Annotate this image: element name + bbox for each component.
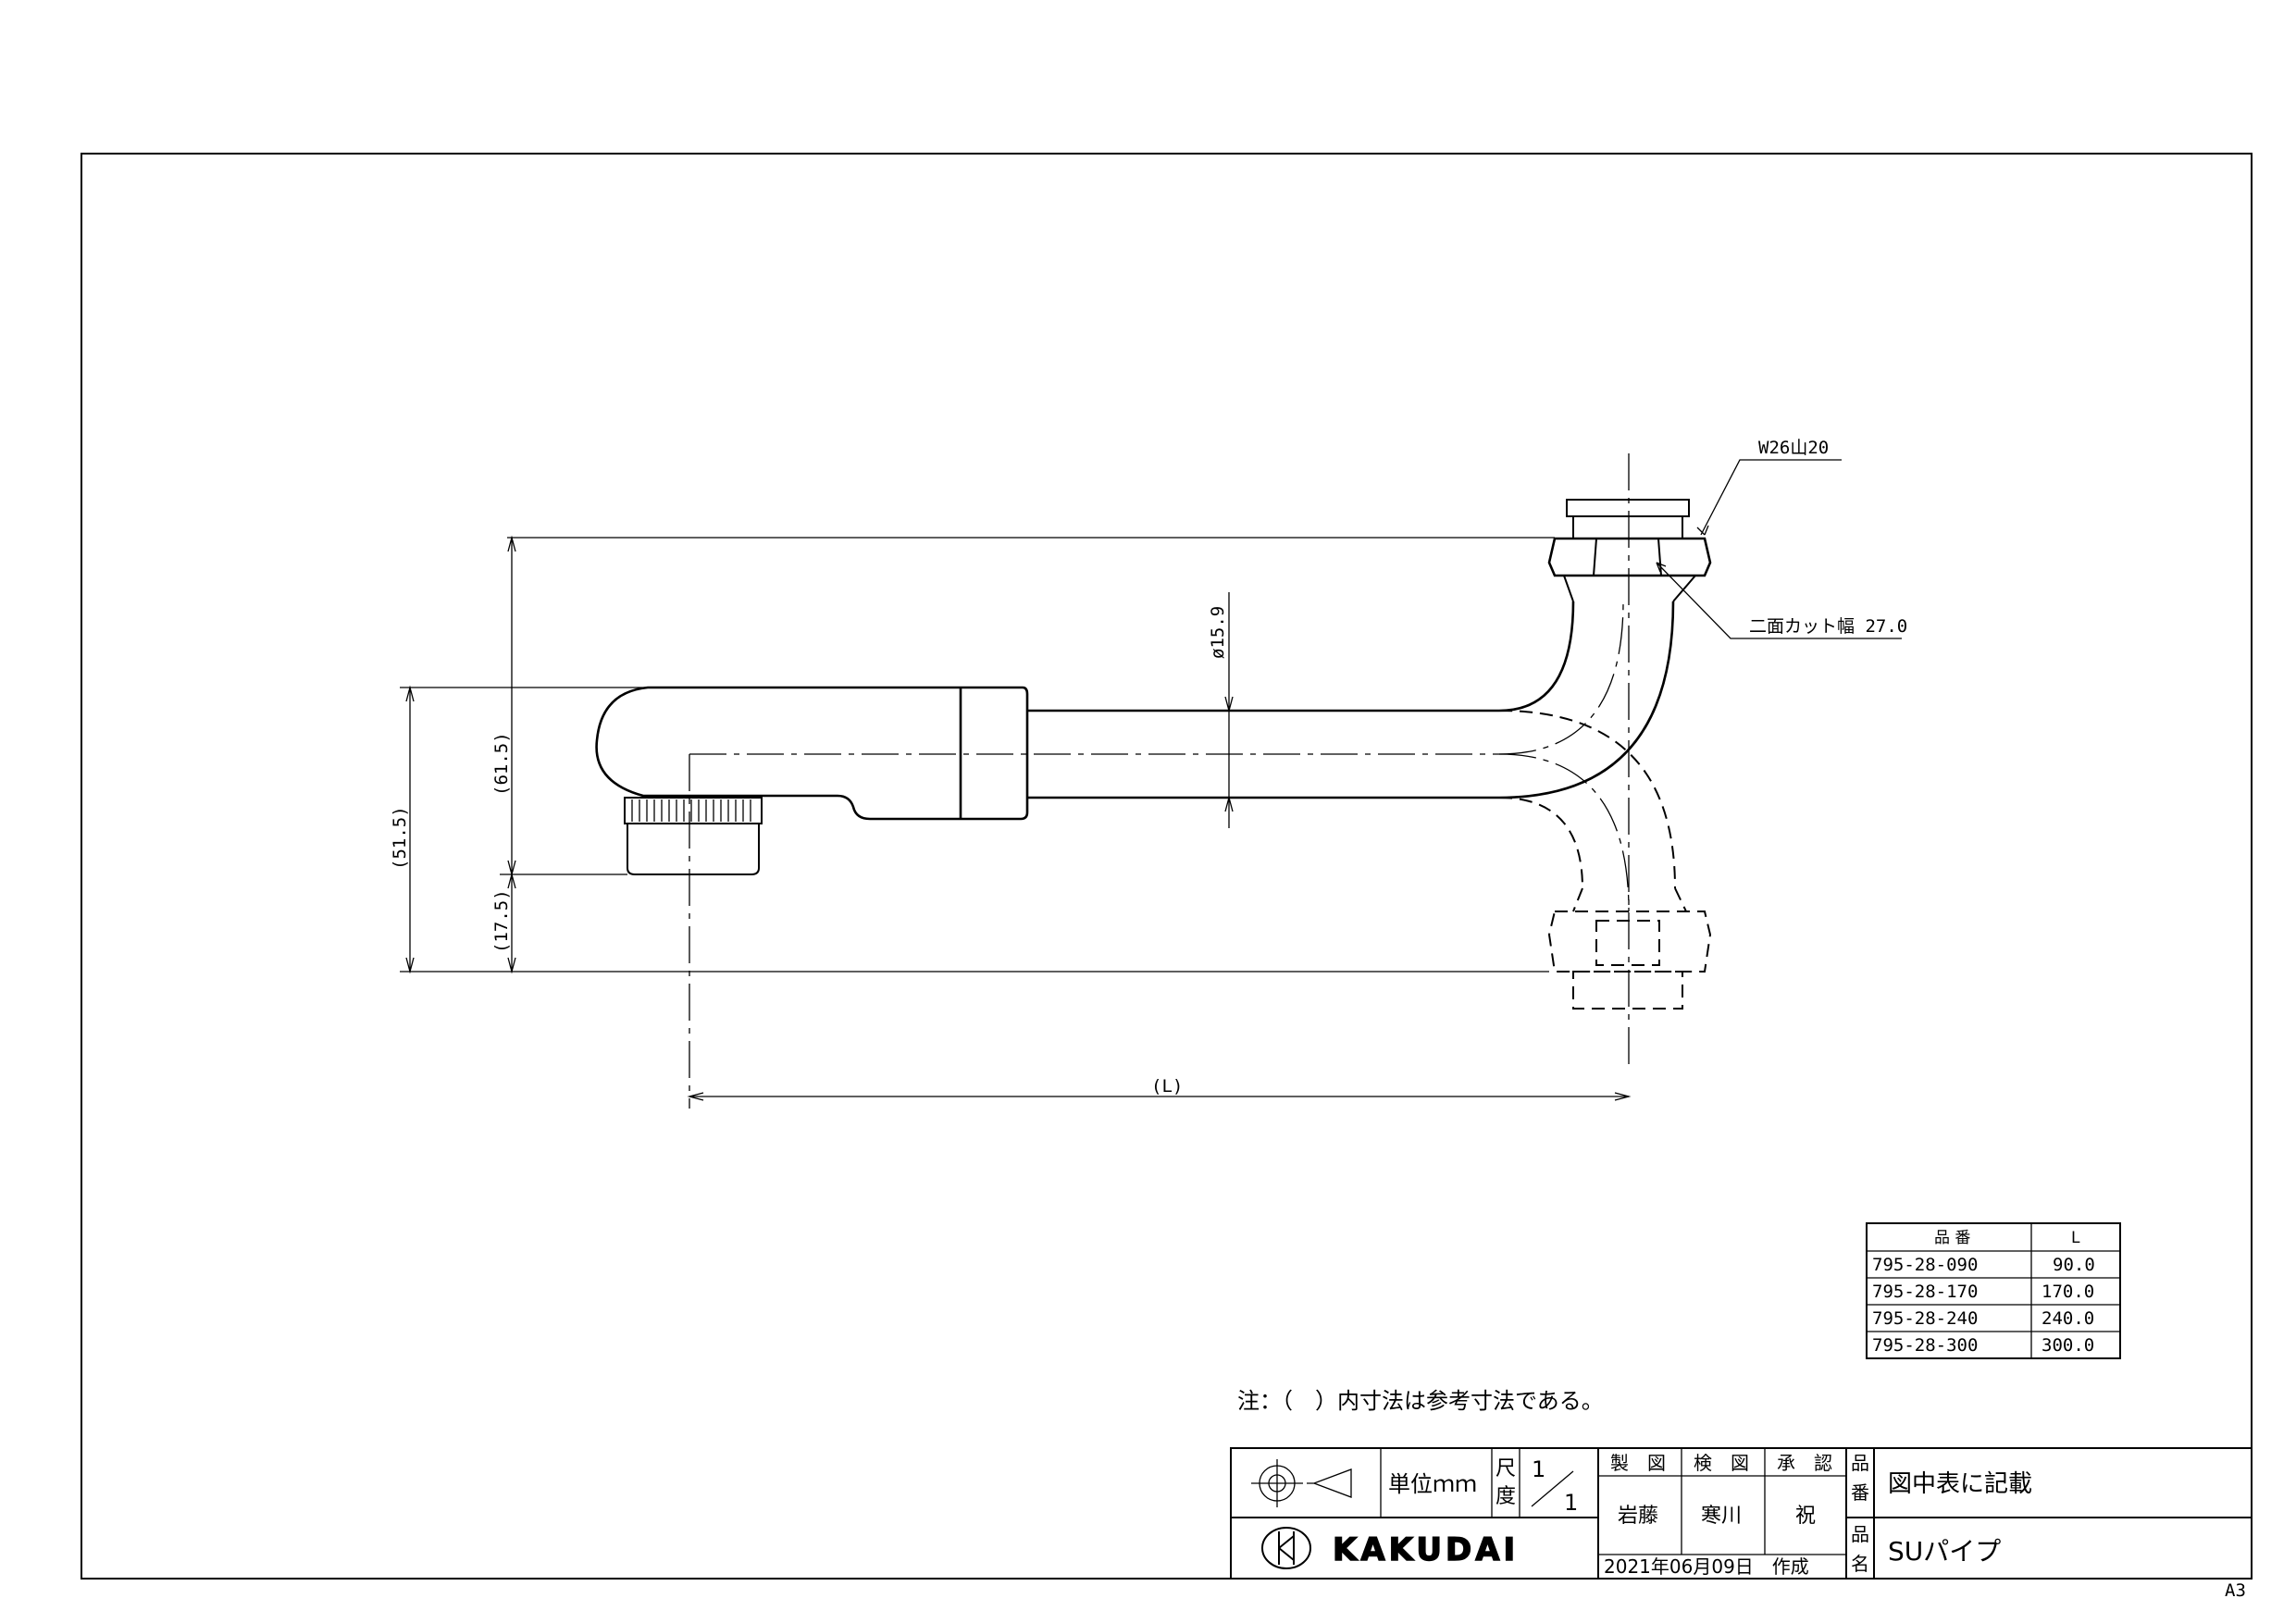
table-row-part: 795-28-300: [1872, 1335, 1978, 1356]
table-header-l: L: [2071, 1229, 2080, 1247]
scale-label: 尺: [1496, 1457, 1516, 1481]
callout-flat-cut: 二面カット幅 27.0: [1749, 616, 1907, 637]
drawn-label: 製 図: [1610, 1452, 1666, 1474]
aerator-body: [627, 824, 760, 875]
table-row-part: 795-28-240: [1872, 1308, 1978, 1329]
spout-head: [595, 686, 1029, 821]
dim-17-5: (17.5): [491, 889, 512, 953]
title-block-text: 単位ｍｍ 尺 度 1 1 製 図 検 図 承 認 岩藤 寒川 祝 2021年06…: [1388, 1452, 2032, 1578]
company-name: KAKUDAI: [1333, 1531, 1519, 1568]
table-row-part: 795-28-090: [1872, 1255, 1978, 1275]
sheet-size: A3: [2225, 1580, 2246, 1601]
table-row-l: 240.0: [2042, 1308, 2094, 1329]
elbow-down-outer: [1498, 797, 1583, 889]
dim-61-5: (61.5): [491, 732, 512, 796]
scale-label: 度: [1496, 1485, 1516, 1508]
parts-table: [1866, 1222, 2121, 1359]
elbow-centerline-down: [1498, 753, 1630, 912]
upper-thread-base: [1572, 515, 1683, 539]
upper-nut-face: [1592, 538, 1663, 576]
spout-drawing: [595, 453, 1712, 1109]
dim-length: (L): [1151, 1076, 1183, 1096]
title-block: [1230, 1447, 2253, 1580]
table-row-part: 795-28-170: [1872, 1282, 1978, 1302]
dimension-lines: [400, 459, 1902, 1101]
kakudai-logo-icon: [1261, 1527, 1311, 1569]
upper-nut-chamfer: [1563, 575, 1696, 602]
part-no-label: 品: [1851, 1452, 1869, 1474]
elbow-down-inner: [1498, 710, 1676, 889]
lower-thread: [1572, 971, 1683, 1010]
table-row-l: 300.0: [2042, 1335, 2094, 1356]
part-no-label: 番: [1851, 1481, 1869, 1504]
callout-thread: W26山20: [1758, 438, 1829, 458]
upper-hex-nut: [1547, 537, 1712, 577]
date-created: 2021年06月09日 作成: [1604, 1555, 1809, 1578]
knurl-lines: [631, 799, 751, 822]
table-row-l: 170.0: [2042, 1282, 2094, 1302]
approved-by: 祝: [1795, 1505, 1816, 1528]
scale-numerator: 1: [1532, 1456, 1545, 1482]
scale-denominator: 1: [1564, 1490, 1578, 1516]
elbow-centerline: [1498, 601, 1624, 755]
unit-label: 単位ｍｍ: [1388, 1471, 1477, 1497]
approved-label: 承 認: [1777, 1452, 1832, 1474]
table-row-l: 90.0: [2053, 1255, 2095, 1275]
part-no-value: 図中表に記載: [1888, 1470, 2032, 1498]
lower-hex-nut: [1547, 911, 1712, 973]
drawn-by: 岩藤: [1618, 1505, 1658, 1528]
name-label: 名: [1851, 1553, 1869, 1575]
name-label: 品: [1851, 1523, 1869, 1545]
reference-note: 注：（ ）内寸法は参考寸法である。: [1237, 1388, 1604, 1414]
parts-table-text: 品 番 L 795-28-090 90.0 795-28-170 170.0 7…: [1872, 1229, 2095, 1356]
lower-top-link: [1572, 887, 1687, 912]
dim-pipe-dia: ø15.9: [1208, 606, 1228, 659]
sheet-border: [81, 153, 2253, 1580]
checked-label: 検 図: [1694, 1452, 1749, 1474]
upper-thread-top: [1566, 499, 1690, 517]
dimension-labels: (61.5) (17.5) (51.5) ø15.9 (L) W26山20 二面…: [390, 438, 1907, 1096]
part-name-value: SUパイプ: [1888, 1536, 2001, 1567]
elbow-up-inner: [1498, 601, 1675, 799]
projection-symbol-icon: [1251, 1459, 1352, 1507]
lower-nut-face: [1595, 920, 1660, 966]
dim-51-5: (51.5): [390, 806, 410, 870]
table-header-part: 品 番: [1934, 1229, 1970, 1247]
elbow-up-outer: [1498, 601, 1575, 712]
checked-by: 寒川: [1701, 1505, 1742, 1528]
aerator-knurl: [624, 797, 763, 824]
